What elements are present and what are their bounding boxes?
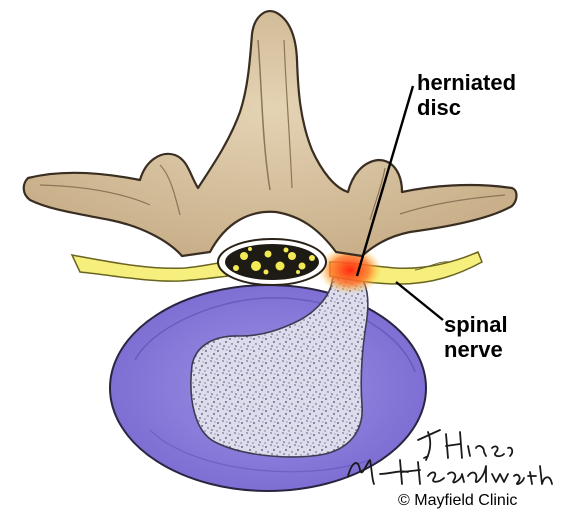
spinal-nerve-leader-line (396, 282, 443, 320)
herniated-disc-label-line-2: disc (417, 95, 516, 120)
herniated-disc-label-line-1: herniated (417, 70, 516, 95)
spinal-canal (218, 239, 326, 285)
vertebral-arch (24, 11, 517, 256)
herniated-disc-label: herniated disc (417, 70, 516, 120)
copyright-credit: © Mayfield Clinic (398, 492, 517, 510)
spinal-nerve-label-line-2: nerve (444, 337, 508, 362)
spinal-nerve-label-line-1: spinal (444, 312, 508, 337)
spinal-nerve-label: spinal nerve (444, 312, 508, 362)
